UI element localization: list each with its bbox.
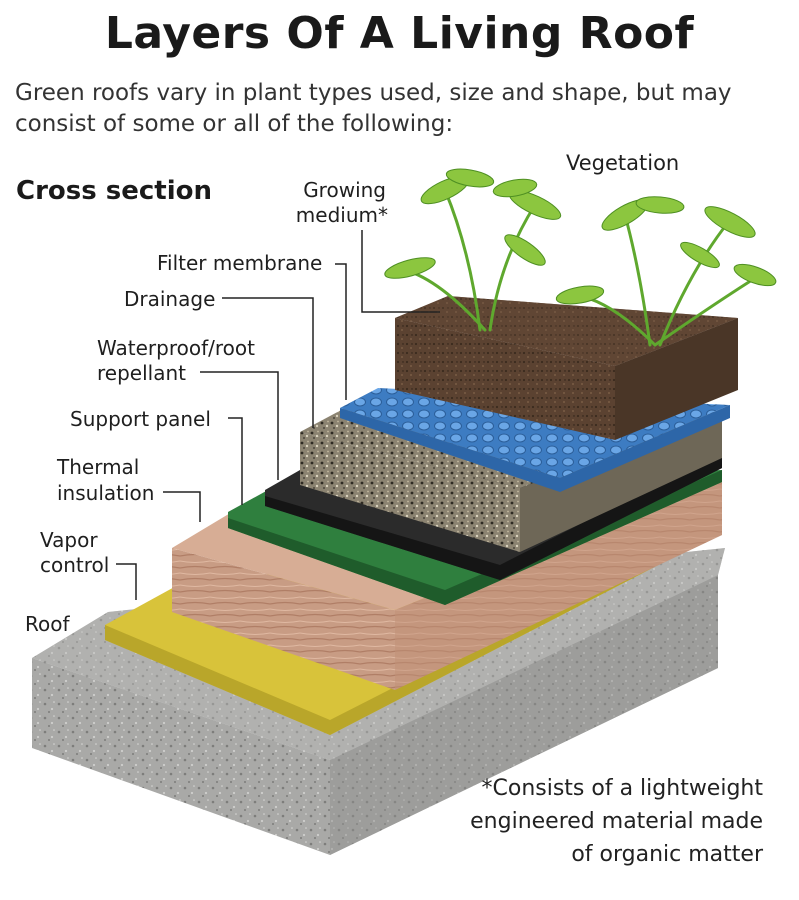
footnote-line1: *Consists of a lightweight <box>481 776 764 801</box>
label-thermal-line1: Thermal <box>57 455 140 479</box>
thermal-insulation-front <box>172 548 395 690</box>
leader-growing-medium <box>361 230 440 313</box>
roof-layer-side-texture <box>330 575 718 855</box>
leader-drainage <box>222 297 314 428</box>
footnote: *Consists of a lightweight engineered ma… <box>470 772 763 871</box>
label-drainage: Drainage <box>124 287 216 311</box>
growing-medium-top-texture <box>395 296 738 366</box>
leader-filter-membrane <box>335 263 347 400</box>
growing-medium-front <box>395 318 615 440</box>
support-panel-edge <box>228 470 722 605</box>
leader-waterproof <box>200 371 279 480</box>
filter-membrane-edge <box>340 405 730 492</box>
subtitle: Green roofs vary in plant types used, si… <box>15 80 732 137</box>
vegetation-leaves <box>384 168 777 305</box>
leader-thermal <box>163 491 201 522</box>
label-filter-membrane: Filter membrane <box>157 251 323 275</box>
section-heading: Cross section <box>16 176 213 206</box>
label-vapor-line1: Vapor <box>40 528 98 552</box>
drainage-front <box>300 432 520 552</box>
label-vapor-line2: control <box>40 553 110 577</box>
label-growing-medium-line2: medium* <box>295 203 388 227</box>
footnote-line3: of organic matter <box>571 842 763 867</box>
label-growing-medium-line1: Growing <box>303 178 386 202</box>
label-support-panel: Support panel <box>70 407 211 431</box>
label-roof: Roof <box>25 612 70 636</box>
roof-layer-front <box>32 658 330 855</box>
footnote-line2: engineered material made <box>470 809 763 834</box>
growing-medium-side <box>615 318 738 440</box>
label-thermal-line2: insulation <box>57 481 155 505</box>
leader-lines <box>116 230 440 600</box>
page-title: Layers Of A Living Roof <box>104 8 695 59</box>
label-vegetation: Vegetation <box>566 151 680 175</box>
leader-support-panel <box>228 417 243 505</box>
label-waterproof-line2: repellant <box>97 361 186 385</box>
label-waterproof-line1: Waterproof/root <box>97 336 255 360</box>
drainage-side <box>520 412 722 552</box>
thermal-insulation-side-texture <box>395 478 722 690</box>
leader-vapor <box>116 563 137 600</box>
